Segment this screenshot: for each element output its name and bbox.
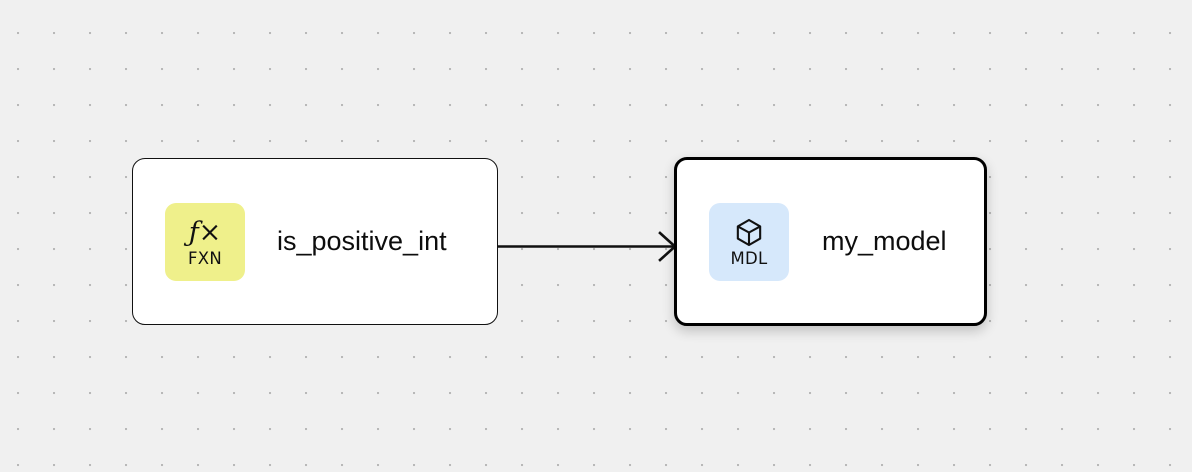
node-type-label: FXN — [187, 248, 223, 268]
node-title: my_model — [822, 226, 947, 256]
node-my-model[interactable]: MDL my_model — [674, 157, 987, 326]
node-type-badge-mdl: MDL — [709, 202, 789, 281]
node-title: is_positive_int — [277, 226, 447, 256]
node-is-positive-int[interactable]: ƒ× FXN is_positive_int — [132, 158, 498, 325]
function-fx-icon: ƒ× — [188, 217, 222, 249]
edge-arrowhead-icon — [658, 231, 677, 262]
cube-icon — [734, 216, 764, 250]
node-type-badge-fxn: ƒ× FXN — [165, 202, 245, 281]
node-type-label: MDL — [730, 248, 768, 268]
edge-fxn-to-mdl[interactable] — [498, 231, 677, 262]
